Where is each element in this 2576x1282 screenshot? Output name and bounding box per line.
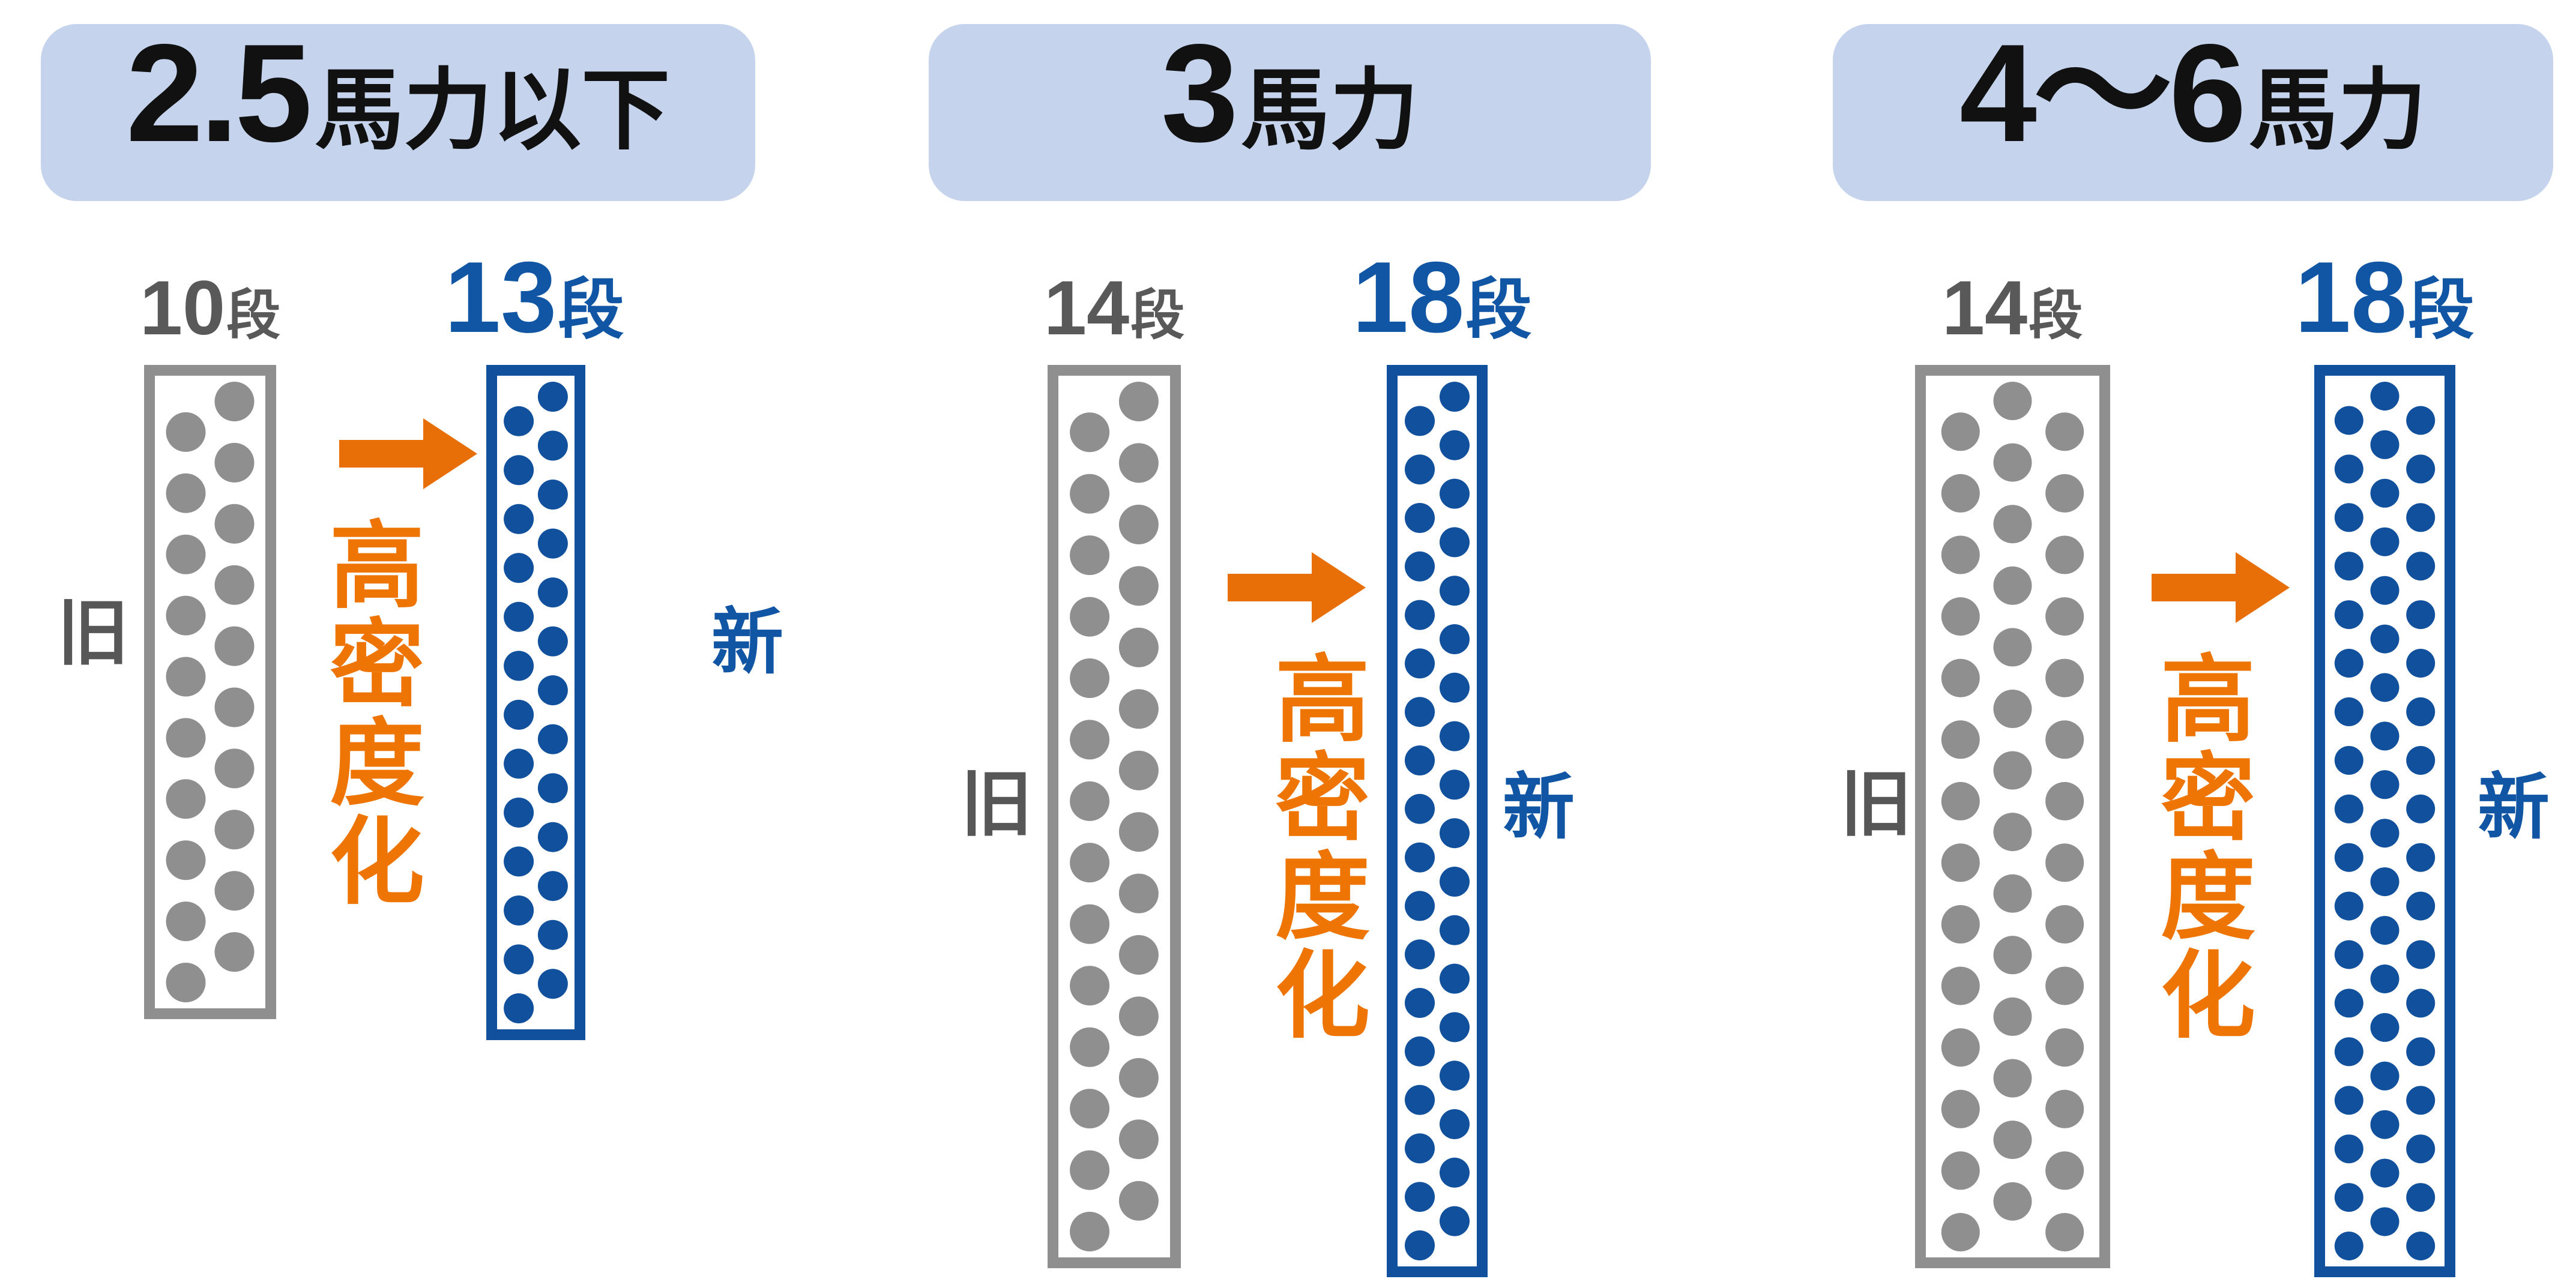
- densification-char: 化: [330, 809, 424, 915]
- new-side-label: 新: [2478, 767, 2550, 847]
- old-stage-count: 14 段: [994, 245, 1234, 352]
- old-stage-number: 14: [1043, 265, 1130, 352]
- old-stage-unit: 段: [1130, 286, 1185, 346]
- old-stage-number: 10: [139, 265, 226, 352]
- new-side-label: 新: [711, 602, 783, 682]
- new-stage-number: 18: [2294, 241, 2407, 354]
- old-stage-count: 10 段: [90, 245, 330, 352]
- densification-label: 高密度化: [2155, 651, 2261, 1046]
- old-stage-unit: 段: [226, 286, 281, 346]
- capacity-unit: 馬力以下: [315, 61, 671, 160]
- densification-label: 高密度化: [1270, 651, 1375, 1046]
- old-tube-box: [144, 365, 276, 1019]
- capacity-number: 4〜6: [1959, 16, 2246, 171]
- densification-char: 高: [330, 514, 424, 619]
- new-tube-box: [1387, 365, 1488, 1277]
- densification-char: 度: [2161, 844, 2255, 951]
- densification-char: 密: [1275, 746, 1370, 852]
- new-side-label: 新: [1503, 767, 1575, 847]
- densification-char: 化: [1275, 943, 1370, 1049]
- tube-dots: [1070, 382, 1159, 1251]
- old-stage-unit: 段: [2029, 286, 2083, 346]
- new-tube-box: [2314, 365, 2455, 1277]
- densification-char: 度: [1275, 844, 1370, 951]
- new-stage-number: 13: [444, 241, 557, 354]
- old-stage-number: 14: [1941, 265, 2028, 352]
- tube-dots: [166, 382, 255, 1002]
- new-tube-box: [486, 365, 585, 1040]
- old-side-label: 旧: [57, 593, 129, 673]
- tube-dots: [2334, 382, 2436, 1260]
- densify-arrow-icon: [339, 418, 477, 489]
- densification-char: 度: [330, 711, 424, 817]
- densification-label: 高密度化: [324, 517, 430, 912]
- old-tube-box: [1915, 365, 2110, 1268]
- tube-dots: [1941, 382, 2084, 1251]
- old-side-label: 旧: [961, 764, 1033, 844]
- panel-2-5hp: 2.5 馬力以下 10 段 13 段 旧 高密度化 新: [0, 0, 858, 1282]
- new-stage-unit: 段: [2408, 272, 2475, 347]
- old-side-label: 旧: [1840, 764, 1912, 844]
- capacity-unit: 馬力: [1241, 61, 1419, 160]
- capacity-badge: 2.5 馬力以下: [41, 24, 755, 201]
- capacity-badge: 3 馬力: [929, 24, 1651, 201]
- tube-dots: [504, 382, 568, 1023]
- capacity-number: 2.5: [125, 16, 313, 171]
- new-stage-count: 13 段: [414, 222, 654, 354]
- densification-char: 高: [2161, 648, 2255, 753]
- old-stage-count: 14 段: [1892, 245, 2132, 352]
- panel-3hp: 3 馬力 14 段 18 段 旧 高密度化 新: [858, 0, 1717, 1282]
- old-tube-box: [1048, 365, 1181, 1268]
- new-stage-number: 18: [1352, 241, 1465, 354]
- densify-arrow-icon: [2152, 552, 2290, 623]
- densification-char: 密: [2161, 746, 2255, 852]
- new-stage-unit: 段: [558, 272, 624, 347]
- capacity-number: 3: [1160, 16, 1238, 171]
- capacity-unit: 馬力: [2249, 61, 2427, 160]
- new-stage-unit: 段: [1465, 272, 1532, 347]
- new-stage-count: 18 段: [2264, 222, 2505, 354]
- densify-arrow-icon: [1228, 552, 1366, 623]
- densification-char: 高: [1275, 648, 1370, 753]
- tube-dots: [1405, 382, 1470, 1260]
- densification-char: 化: [2161, 943, 2255, 1049]
- panel-4-6hp: 4〜6 馬力 14 段 18 段 旧 高密度化 新: [1718, 0, 2576, 1282]
- new-stage-count: 18 段: [1322, 222, 1562, 354]
- densification-char: 密: [330, 612, 424, 718]
- capacity-badge: 4〜6 馬力: [1833, 24, 2553, 201]
